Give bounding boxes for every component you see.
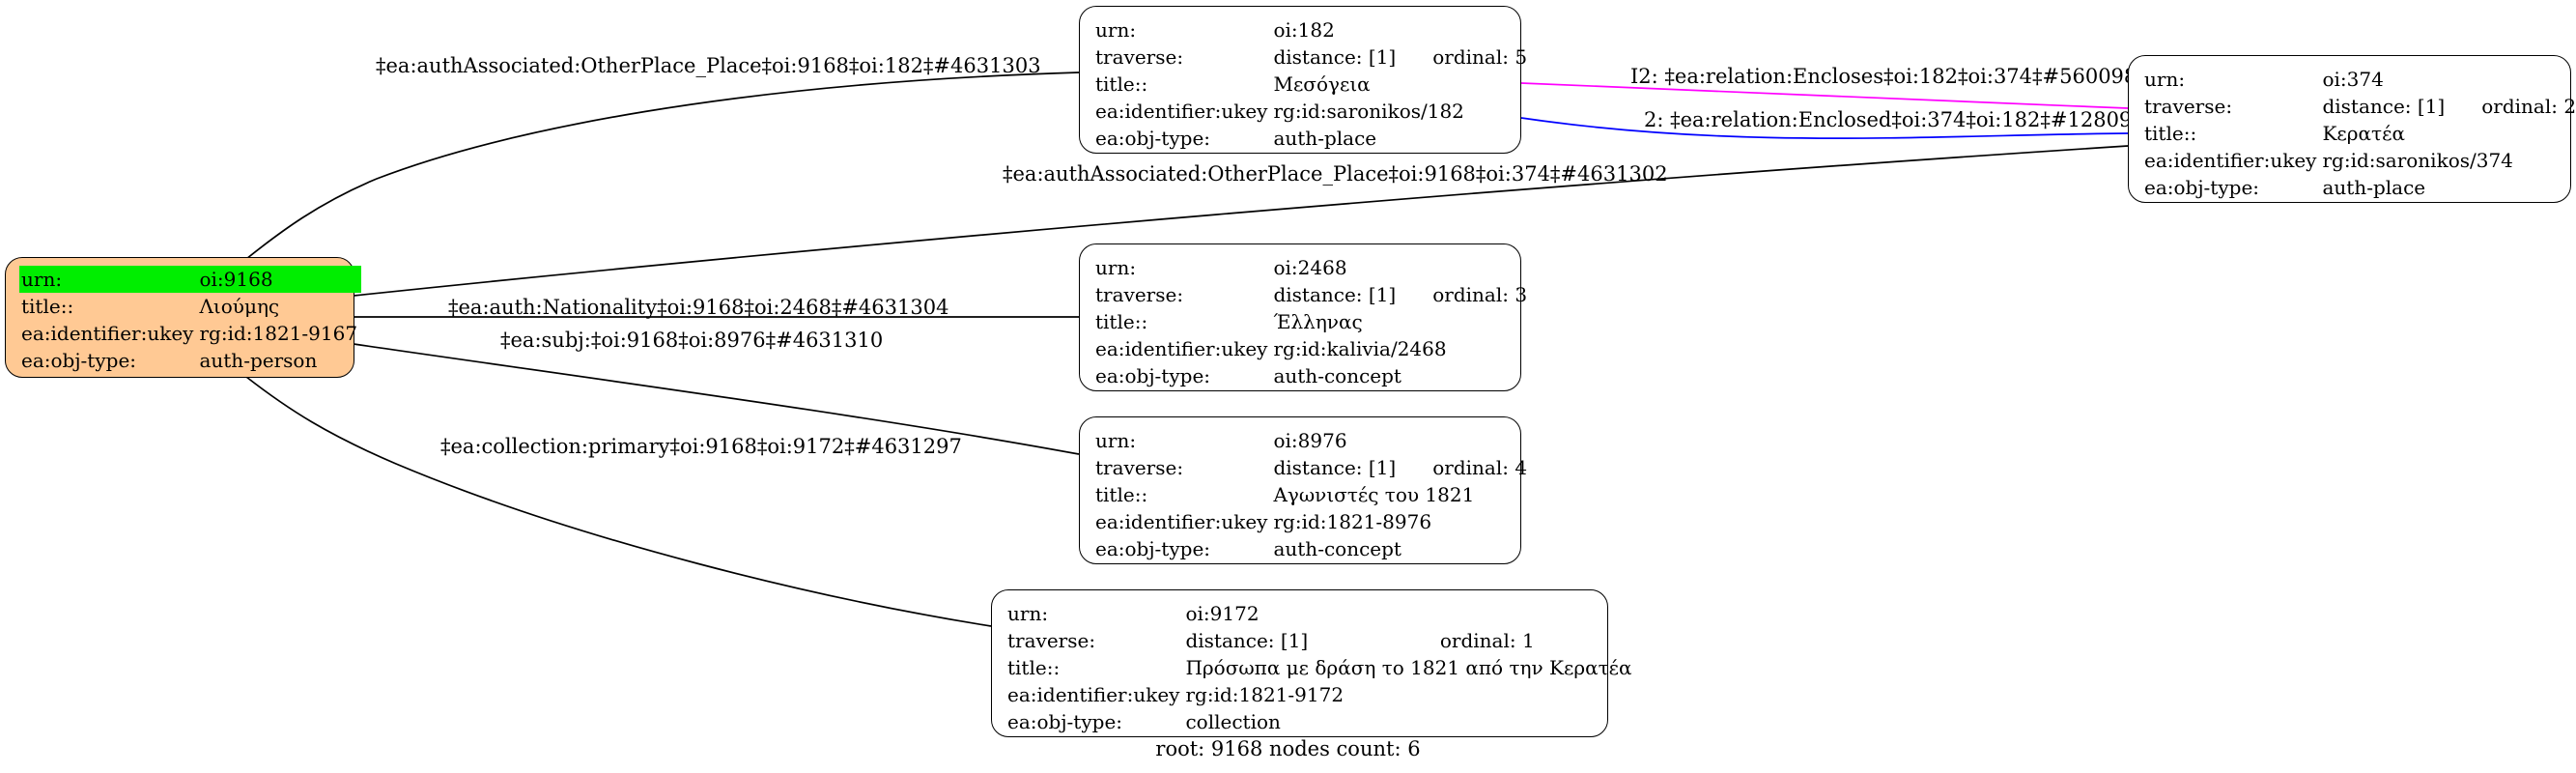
edge-label-enclosed: 2: ‡ea:relation:Enclosed‡oi:374‡oi:182‡#… — [1644, 108, 2145, 131]
node-374[interactable]: urn: oi:374 traverse: distance: [1] ordinal… — [2128, 55, 2576, 203]
obj-type-value: collection — [1185, 710, 1281, 733]
traverse-ordinal: ordinal: 2 — [2481, 95, 2576, 118]
title-key: title:: — [1095, 72, 1148, 96]
traverse-distance: distance: [1] — [1273, 45, 1397, 69]
traverse-key: traverse: — [2144, 95, 2233, 118]
obj-type-key: ea:obj-type: — [21, 349, 137, 372]
title-value: Μεσόγεια — [1273, 72, 1371, 96]
urn-key: urn: — [1095, 429, 1137, 452]
obj-type-key: ea:obj-type: — [1007, 710, 1123, 733]
node-9172-table: urn: oi:9172 traverse: distance: [1] ordina… — [1005, 600, 1636, 735]
title-key: title:: — [1095, 310, 1148, 333]
edge-374-182-enclosed — [1520, 117, 2129, 139]
traverse-ordinal: ordinal: 4 — [1432, 456, 1528, 479]
node-2468-table: urn: oi:2468 traverse: distance: [1] ordina… — [1093, 254, 1531, 389]
edge-9168-8976 — [353, 343, 1080, 455]
traverse-distance: distance: [1] — [1273, 283, 1397, 306]
traverse-distance: distance: [1] — [1185, 629, 1309, 652]
obj-type-value: auth-person — [199, 349, 318, 372]
obj-type-value: auth-concept — [1273, 364, 1401, 387]
traverse-key: traverse: — [1007, 629, 1096, 652]
traverse-ordinal: ordinal: 1 — [1439, 629, 1535, 652]
edge-label-9168-8976: ‡ea:subj:‡oi:9168‡oi:8976‡#4631310 — [500, 329, 883, 352]
traverse-ordinal: ordinal: 3 — [1432, 283, 1528, 306]
edge-182-374-encloses — [1520, 82, 2129, 109]
urn-key: urn: — [1095, 18, 1137, 42]
urn-key: urn: — [1007, 602, 1049, 625]
title-value: Αγωνιστές του 1821 — [1273, 483, 1475, 506]
traverse-key: traverse: — [1095, 456, 1184, 479]
edge-9168-9172 — [245, 376, 992, 627]
urn-key: urn: — [2144, 68, 2186, 91]
node-8976-table: urn: oi:8976 traverse: distance: [1] ordina… — [1093, 427, 1531, 562]
node-182-table: urn: oi:182 traverse: distance: [1] ordinal… — [1093, 16, 1531, 152]
obj-type-key: ea:obj-type: — [2144, 176, 2260, 199]
title-key: title:: — [21, 295, 74, 318]
urn-value: oi:8976 — [1273, 429, 1347, 452]
graph-footer: root: 9168 nodes count: 6 — [1155, 737, 1421, 760]
ukey-value: rg:id:1821-9167 — [199, 322, 358, 345]
title-value: Κερατέα — [2322, 122, 2405, 145]
edge-9168-182 — [245, 72, 1080, 260]
urn-value: oi:374 — [2322, 68, 2384, 91]
traverse-distance: distance: [1] — [1273, 456, 1397, 479]
edge-label-9168-374: ‡ea:authAssociated:OtherPlace_Place‡oi:9… — [1003, 162, 1668, 186]
obj-type-key: ea:obj-type: — [1095, 127, 1211, 150]
urn-key: urn: — [19, 266, 198, 293]
ukey-key: ea:identifier:ukey — [1095, 337, 1268, 360]
ukey-value: rg:id:kalivia/2468 — [1273, 337, 1447, 360]
node-8976[interactable]: urn: oi:8976 traverse: distance: [1] ordina… — [1079, 416, 1527, 564]
ukey-value: rg:id:1821-9172 — [1185, 683, 1345, 706]
edge-label-9168-2468: ‡ea:auth:Nationality‡oi:9168‡oi:2468‡#46… — [448, 296, 948, 319]
title-key: title:: — [1007, 656, 1061, 679]
obj-type-value: auth-concept — [1273, 537, 1401, 560]
traverse-key: traverse: — [1095, 283, 1184, 306]
ukey-value: rg:id:1821-8976 — [1273, 510, 1432, 533]
ukey-key: ea:identifier:ukey — [21, 322, 194, 345]
ukey-key: ea:identifier:ukey — [2144, 149, 2317, 172]
ukey-value: rg:id:saronikos/374 — [2322, 149, 2513, 172]
edge-label-9168-9172: ‡ea:collection:primary‡oi:9168‡oi:9172‡#… — [440, 435, 962, 458]
edge-label-encloses: I2: ‡ea:relation:Encloses‡oi:182‡oi:374‡… — [1630, 65, 2163, 88]
edge-label-9168-182: ‡ea:authAssociated:OtherPlace_Place‡oi:9… — [376, 54, 1041, 77]
ukey-key: ea:identifier:ukey — [1095, 510, 1268, 533]
title-key: title:: — [2144, 122, 2197, 145]
title-value: Πρόσωπα με δράση το 1821 από την Κερατέα — [1185, 656, 1632, 679]
traverse-ordinal: ordinal: 5 — [1432, 45, 1528, 69]
node-182[interactable]: urn: oi:182 traverse: distance: [1] ordinal… — [1079, 6, 1527, 154]
urn-value: oi:9172 — [1185, 602, 1260, 625]
node-2468[interactable]: urn: oi:2468 traverse: distance: [1] ordina… — [1079, 243, 1527, 391]
urn-value: oi:182 — [1273, 18, 1335, 42]
title-value: Έλληνας — [1273, 310, 1363, 333]
title-key: title:: — [1095, 483, 1148, 506]
obj-type-value: auth-place — [2322, 176, 2426, 199]
urn-key: urn: — [1095, 256, 1137, 279]
node-374-table: urn: oi:374 traverse: distance: [1] ordinal… — [2142, 66, 2576, 201]
title-value: Λιούμης — [199, 295, 280, 318]
obj-type-key: ea:obj-type: — [1095, 537, 1211, 560]
node-9168[interactable]: urn: oi:9168 title:: Λιούμης ea:identifi… — [5, 257, 362, 378]
urn-value: oi:2468 — [1273, 256, 1347, 279]
ukey-value: rg:id:saronikos/182 — [1273, 100, 1464, 123]
urn-value: oi:9168 — [197, 266, 362, 293]
edge-9168-374 — [353, 145, 2129, 297]
obj-type-value: auth-place — [1273, 127, 1377, 150]
node-9168-table: urn: oi:9168 title:: Λιούμης ea:identifi… — [19, 266, 362, 374]
ukey-key: ea:identifier:ukey — [1007, 683, 1180, 706]
ukey-key: ea:identifier:ukey — [1095, 100, 1268, 123]
node-9172[interactable]: urn: oi:9172 traverse: distance: [1] ordina… — [991, 589, 1632, 737]
traverse-key: traverse: — [1095, 45, 1184, 69]
traverse-distance: distance: [1] — [2322, 95, 2446, 118]
obj-type-key: ea:obj-type: — [1095, 364, 1211, 387]
